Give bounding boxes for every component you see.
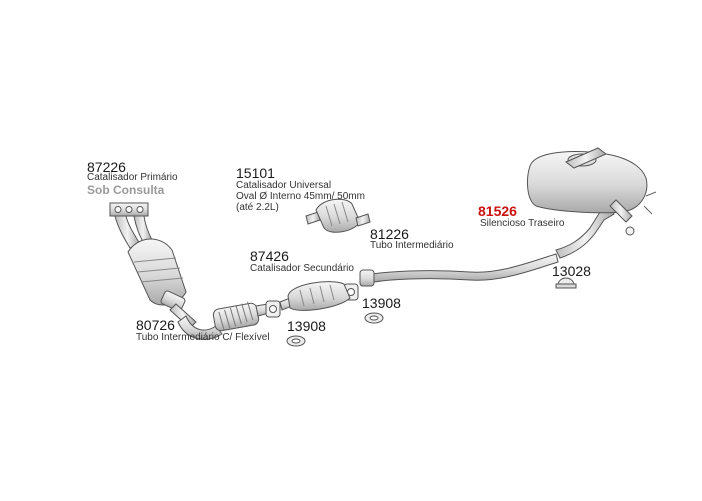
part-code-87226: 87226 [87, 159, 126, 175]
part-code-81526: 81526 [478, 203, 517, 219]
intermediate-pipe-image [359, 253, 559, 287]
part-code-15101: 15101 [236, 165, 275, 181]
part-desc-81226: Tubo Intermediário [370, 240, 454, 251]
part-code-13028: 13028 [552, 263, 591, 279]
part-desc-87226: Catalisador Primário [87, 172, 178, 183]
gasket-13908-left-image [265, 300, 306, 347]
rear-muffler-image [527, 147, 657, 259]
primary-catalyst-image [109, 202, 197, 329]
part-desc-81526: Silencioso Traseiro [480, 218, 565, 229]
secondary-catalyst-image [279, 281, 351, 311]
part-desc-15101-line1: Catalisador Universal [236, 180, 332, 191]
universal-catalyst-image [305, 198, 371, 233]
clamp-13028-image [555, 277, 577, 289]
part-code-13908-left: 13908 [287, 318, 326, 334]
part-desc-80726: Tubo Intermediário C/ Flexível [136, 332, 270, 343]
part-code-13908-right: 13908 [362, 295, 401, 311]
part-code-81226: 81226 [370, 226, 409, 242]
availability-note: Sob Consulta [87, 183, 165, 197]
part-desc-15101-line3: (até 2.2L) [236, 202, 279, 213]
part-code-87426: 87426 [250, 248, 289, 264]
part-desc-87426: Catalisador Secundário [250, 263, 354, 274]
part-desc-15101-line2: Oval Ø Interno 45mm/ 50mm [236, 191, 365, 202]
part-code-80726: 80726 [136, 317, 175, 333]
